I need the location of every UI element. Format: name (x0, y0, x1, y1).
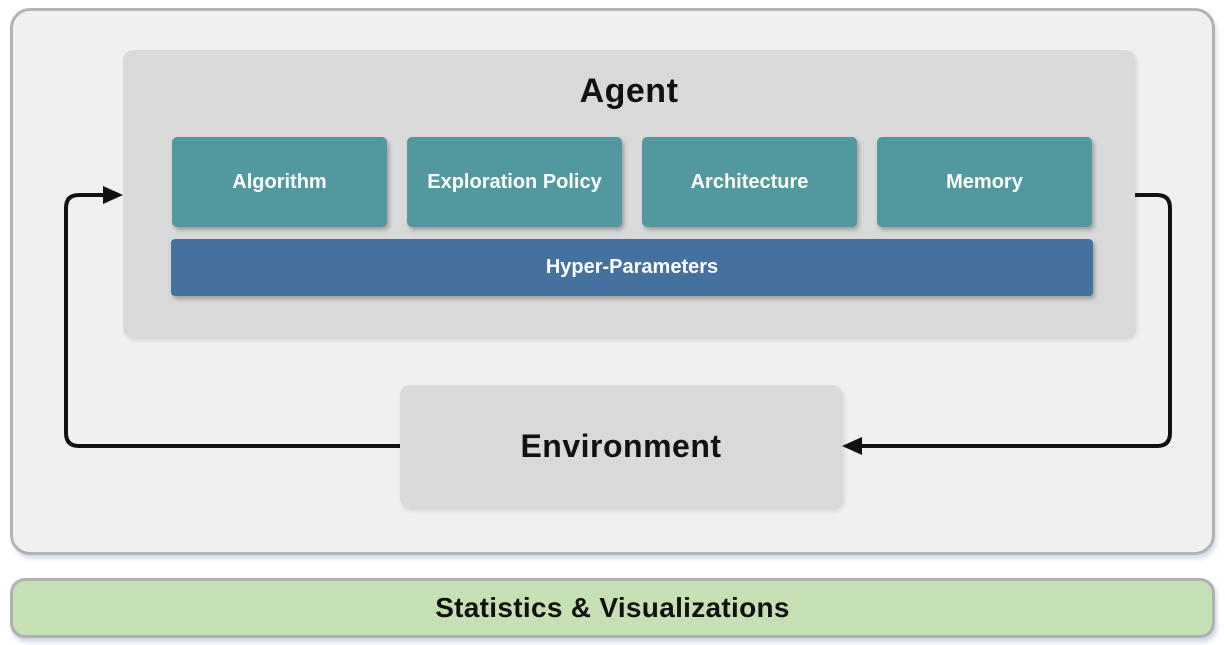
statistics-visualizations-bar: Statistics & Visualizations (10, 578, 1215, 638)
module-box-memory: Memory (877, 137, 1092, 227)
environment-box: Environment (400, 385, 842, 508)
module-box-architecture: Architecture (642, 137, 857, 227)
agent-title: Agent (579, 72, 679, 110)
framework-panel: Agent Algorithm Exploration Policy Archi… (10, 8, 1215, 555)
agent-modules-row: Algorithm Exploration Policy Architectur… (172, 137, 1092, 227)
module-box-exploration-policy: Exploration Policy (407, 137, 622, 227)
hyper-parameters-bar: Hyper-Parameters (171, 239, 1093, 296)
module-box-algorithm: Algorithm (172, 137, 387, 227)
agent-box: Agent Algorithm Exploration Policy Archi… (123, 50, 1135, 337)
